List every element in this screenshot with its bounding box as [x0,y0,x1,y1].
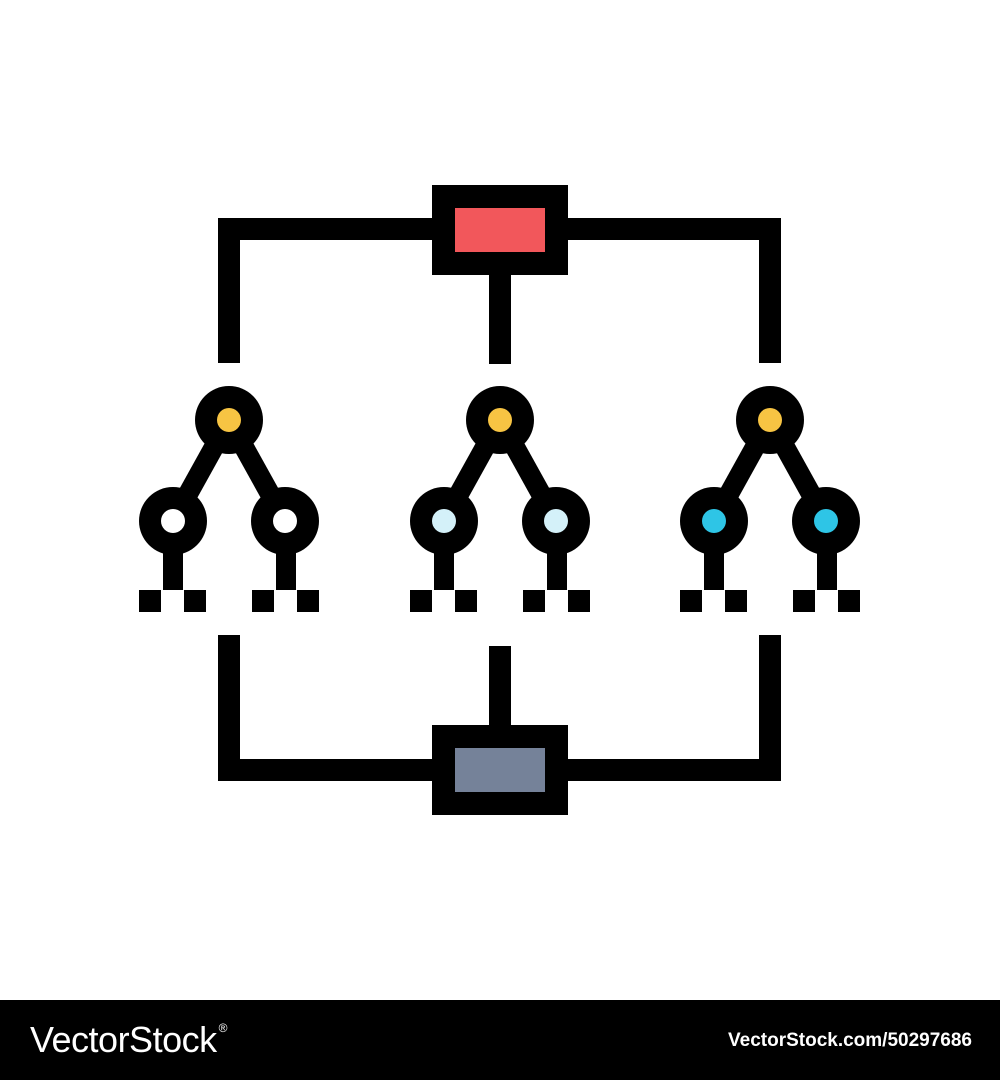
bottom-box [432,725,568,815]
leaf-node-dot [432,509,456,533]
bottom-right-connector [560,635,781,781]
root-node-dot [488,408,512,432]
binary-tree-icon [139,386,319,612]
bottom-left-connector [218,635,440,781]
vectorstock-logo: VectorStock® [30,1018,227,1062]
leaf-node-dot [161,509,185,533]
bottom-connector-lines [218,635,781,781]
root-node-dot [217,408,241,432]
image-id-label: VectorStock.com/50297686 [728,1030,972,1051]
leaf-node-dot [544,509,568,533]
leaf-node-dot [702,509,726,533]
binary-tree-icon [410,386,590,612]
leaf-node-dot [814,509,838,533]
random-forest-icon [0,185,1000,815]
watermark-footer: VectorStock® VectorStock.com/50297686 [0,1000,1000,1080]
top-connector-lines [218,218,781,364]
binary-tree-icon [680,386,860,612]
top-left-connector [218,218,440,363]
brand-name: VectorStock [30,1019,217,1060]
root-node-dot [758,408,782,432]
top-right-connector [560,218,781,363]
decision-forest-illustration [0,185,1000,815]
leaf-node-dot [273,509,297,533]
top-box [432,185,568,275]
registered-mark: ® [218,1021,228,1035]
